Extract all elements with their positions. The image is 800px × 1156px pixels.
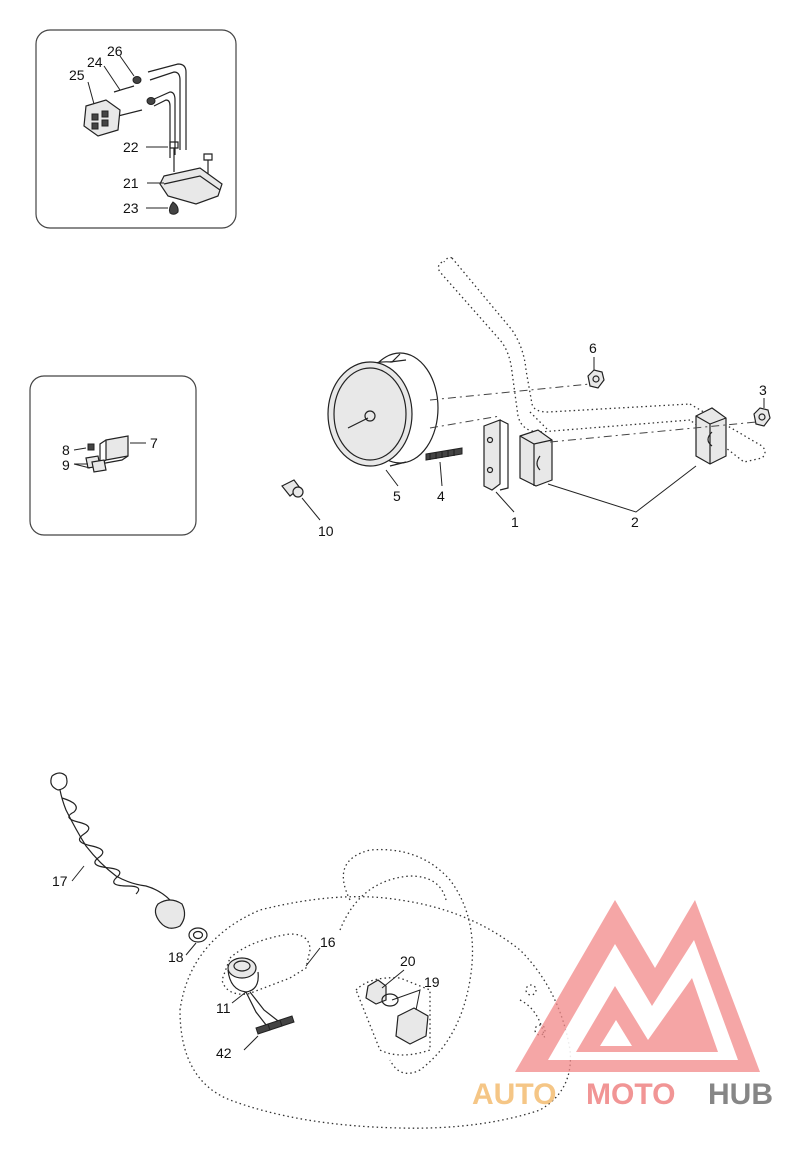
callout-20: 20: [400, 953, 416, 969]
callout-22: 22: [123, 139, 139, 155]
callout-4: 4: [437, 488, 445, 504]
callout-21: 21: [123, 175, 139, 191]
callout-11: 11: [216, 1000, 231, 1016]
callout-1: 1: [511, 514, 519, 530]
callout-8: 8: [62, 442, 70, 458]
watermark-moto: MOTO: [586, 1078, 675, 1111]
callout-3: 3: [759, 382, 767, 398]
inset-frame-regulator: [35, 29, 237, 229]
callout-19: 19: [424, 974, 440, 990]
callout-9: 9: [62, 457, 70, 473]
watermark-hub: HUB: [708, 1078, 773, 1111]
callout-5: 5: [393, 488, 401, 504]
console-assembly: [50, 772, 572, 1129]
automotohub-watermark-logo: AUTO MOTO HUB: [472, 900, 773, 1111]
callout-23: 23: [123, 200, 139, 216]
callout-6: 6: [589, 340, 597, 356]
callout-24: 24: [87, 54, 103, 70]
callout-2: 2: [631, 514, 639, 530]
regulator-assembly: [83, 63, 223, 215]
callout-17: 17: [52, 873, 68, 889]
callout-18: 18: [168, 949, 184, 965]
inset-frame-connector: [29, 375, 197, 536]
connector-assembly: [85, 435, 129, 473]
callout-10: 10: [318, 523, 334, 539]
callout-42: 42: [216, 1045, 232, 1061]
callout-7: 7: [150, 435, 158, 451]
callout-25: 25: [69, 67, 85, 83]
watermark-auto: AUTO: [472, 1078, 556, 1111]
callout-16: 16: [320, 934, 336, 950]
callout-26: 26: [107, 43, 123, 59]
handlebar-gauge-assembly: [281, 256, 771, 498]
